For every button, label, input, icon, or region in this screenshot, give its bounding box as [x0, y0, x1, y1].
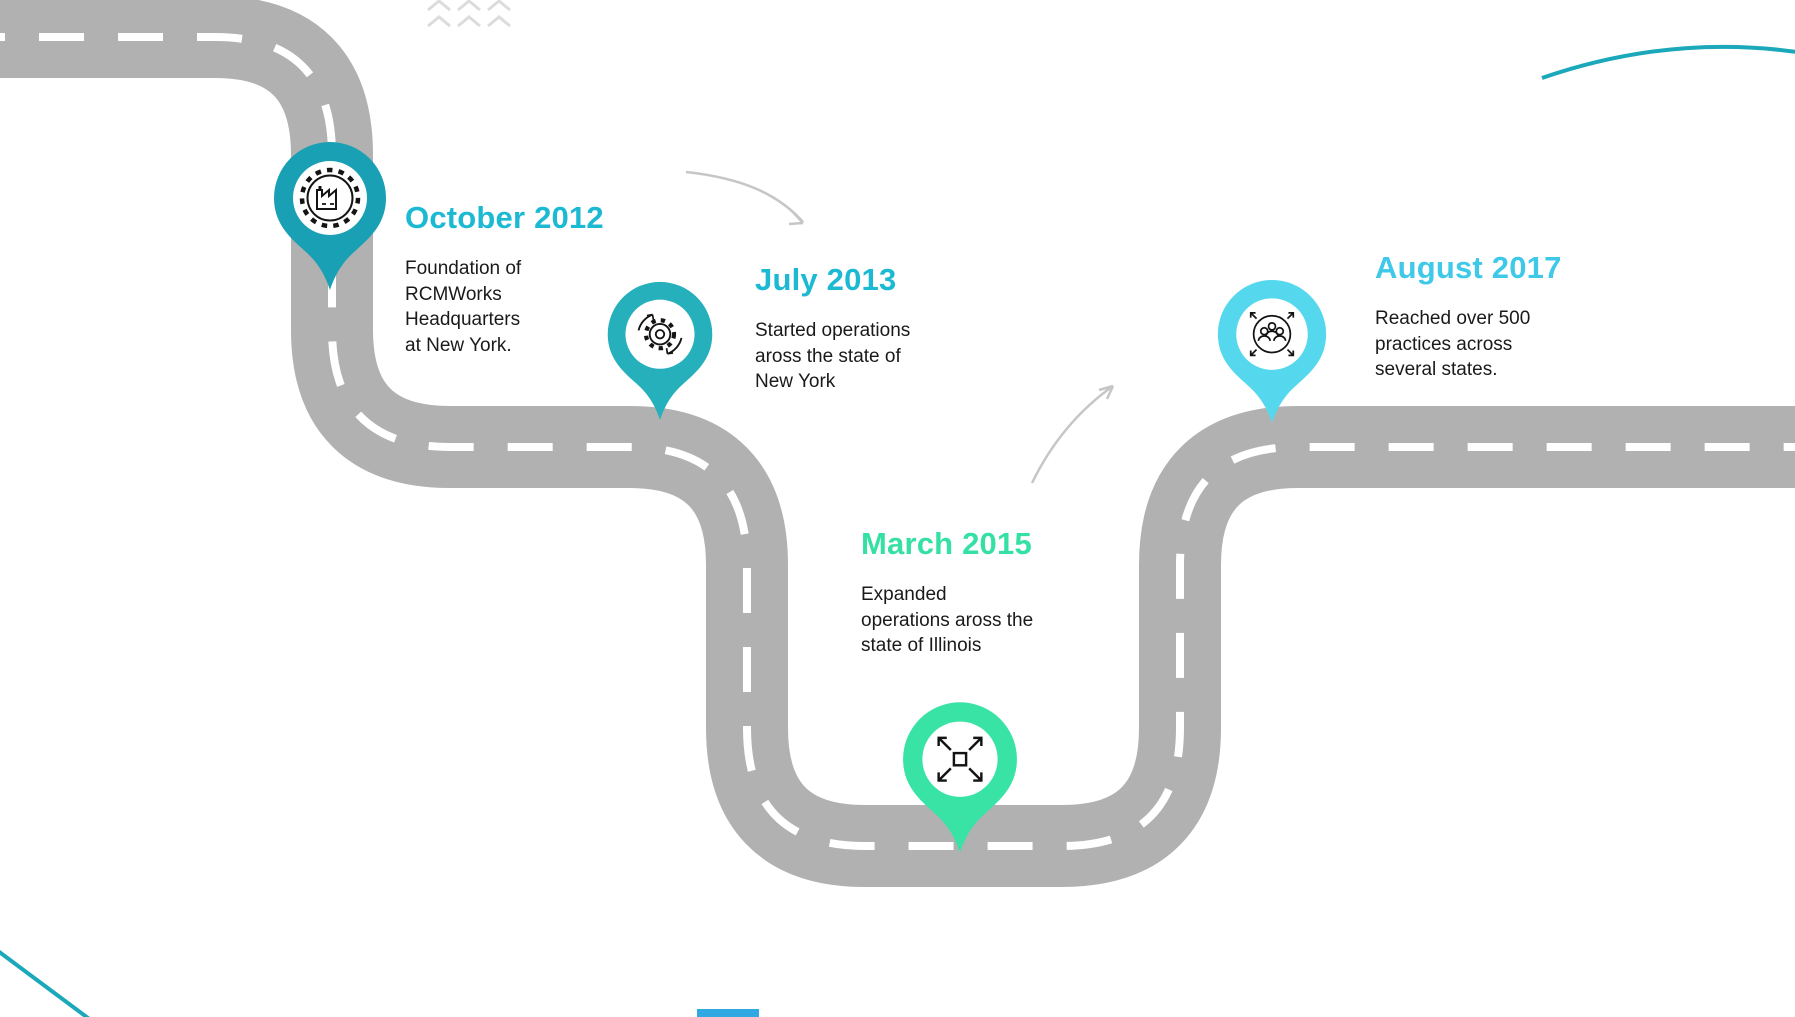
pin-inner-circle [922, 721, 998, 797]
corner-curve-top-right [1541, 44, 1795, 80]
milestone-date: July 2013 [755, 262, 897, 297]
milestone-pin-october-2012 [270, 140, 390, 297]
milestone-date: October 2012 [405, 200, 604, 235]
team-network-icon [1249, 311, 1295, 357]
expand-arrows-icon [937, 736, 983, 782]
milestone-july-2013: July 2013 Started operations aross the s… [755, 262, 975, 395]
milestone-date: August 2017 [1375, 250, 1562, 285]
milestone-march-2015: March 2015 Expanded operations aross the… [861, 526, 1091, 659]
gear-sync-icon [637, 313, 683, 355]
wave-pattern [427, 0, 511, 28]
curved-arrow-2 [1030, 384, 1115, 484]
milestone-description: Reached over 500 practices across severa… [1375, 308, 1531, 380]
milestone-date: March 2015 [861, 526, 1032, 561]
milestone-pin-august-2017 [1214, 278, 1330, 430]
milestone-description: Started operations aross the state of Ne… [755, 320, 911, 392]
milestone-description: Foundation of RCMWorks Headquarters at N… [405, 258, 522, 356]
milestone-october-2012: October 2012 Foundation of RCMWorks Head… [405, 200, 625, 358]
milestone-august-2017: August 2017 Reached over 500 practices a… [1375, 250, 1595, 383]
pin-inner-circle [625, 299, 695, 369]
milestone-description: Expanded operations aross the state of I… [861, 584, 1034, 656]
bottom-strip [697, 1009, 759, 1017]
corner-line-bottom-left [0, 949, 90, 1017]
milestone-pin-march-2015 [899, 700, 1021, 860]
factory-gear-icon [299, 167, 361, 229]
milestone-pin-july-2013 [604, 280, 716, 427]
curved-arrow-1 [685, 170, 804, 226]
